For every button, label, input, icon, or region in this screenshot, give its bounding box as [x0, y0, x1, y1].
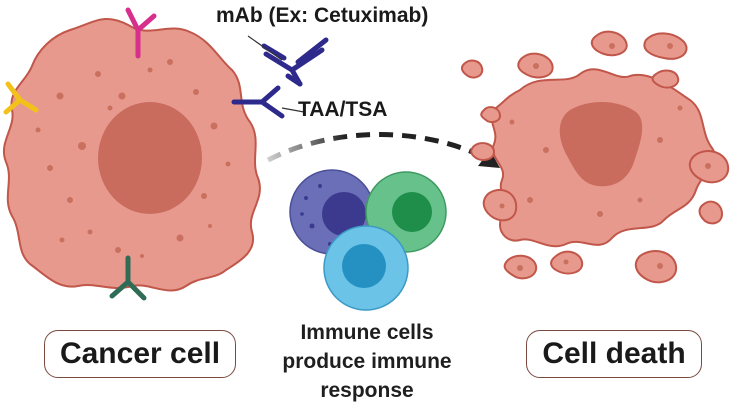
antibody-pointer — [247, 35, 283, 61]
dead-cell-nucleus — [559, 101, 643, 187]
immune-caption-line-2: produce immune — [282, 350, 452, 373]
navy-receptor — [231, 85, 285, 119]
antibody-icon — [261, 37, 329, 87]
dead-fragment — [698, 200, 724, 225]
yellow-receptor — [3, 81, 39, 115]
cancer-cell-nucleus — [98, 102, 202, 214]
antigen-label: TAA/TSA — [298, 98, 388, 121]
immune-caption-line-1: Immune cells — [300, 321, 434, 344]
dead-fragment — [634, 250, 678, 284]
antigen-pointer — [281, 107, 305, 113]
magenta-receptor — [125, 7, 157, 59]
dead-cell-speckles — [499, 43, 711, 271]
cancer-cell-speckles — [35, 59, 231, 258]
immune-response-caption: Immune cells produce immune response — [272, 318, 462, 405]
transition-arrow — [266, 132, 492, 163]
dead-fragment — [460, 59, 484, 79]
dead-fragment — [643, 32, 688, 60]
immune-cells — [289, 169, 447, 311]
antibody-label: mAb (Ex: Cetuximab) — [216, 4, 429, 27]
dead-fragment — [470, 142, 496, 161]
cancer-cell — [3, 7, 285, 301]
dead-fragment — [651, 69, 680, 89]
dead-fragment — [480, 106, 502, 124]
immune-cell-blue — [323, 225, 409, 311]
immune-caption-line-3: response — [320, 379, 414, 402]
cancer-cell-label: Cancer cell — [44, 330, 236, 378]
dead-fragment — [590, 30, 628, 57]
green-receptor — [109, 255, 147, 301]
cell-death-label: Cell death — [526, 330, 702, 378]
